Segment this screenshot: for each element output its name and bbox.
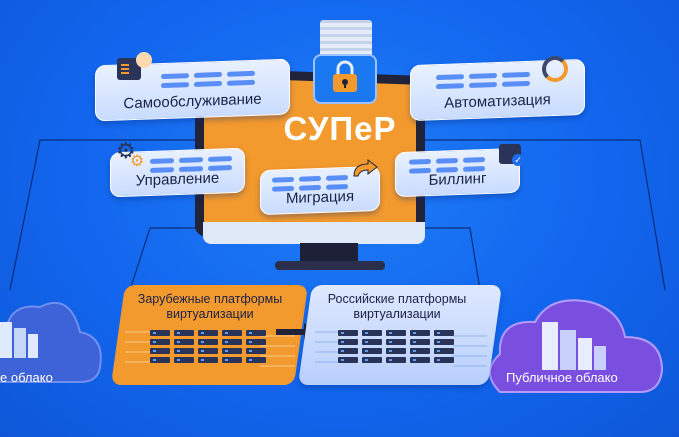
document-icon (117, 58, 141, 80)
gear-small-icon: ⚙ (130, 153, 145, 170)
module-label: Миграция (285, 187, 355, 208)
bubble-icon (136, 52, 152, 68)
module-label: Управление (135, 169, 220, 190)
migration-arrow-icon (353, 158, 378, 177)
public-cloud (489, 299, 664, 393)
module-label: Биллинг (428, 169, 487, 190)
server-rack-foreign (150, 330, 266, 363)
private-cloud-label: е облако (0, 370, 53, 385)
private-cloud (0, 302, 102, 383)
circuit-lines (125, 331, 295, 367)
foreign-platforms-title: Зарубежные платформы виртуализации (137, 292, 283, 321)
sync-icon (542, 56, 568, 82)
module-label: Самообслуживание (123, 90, 262, 113)
gear-icon: ⚙ (116, 138, 136, 163)
public-cloud-label: Публичное облако (506, 370, 618, 385)
russian-platforms-title: Российские платформы виртуализации (327, 292, 467, 321)
server-rack-russian (338, 330, 454, 363)
module-label: Автоматизация (444, 91, 551, 112)
lock-icon (333, 60, 357, 92)
check-icon: ✓ (512, 154, 524, 166)
monitor-base (275, 261, 385, 270)
monitor-bezel (203, 222, 425, 244)
circuit-lines (315, 331, 487, 367)
monitor-stand (300, 243, 358, 265)
product-title: СУПеР (283, 110, 397, 147)
